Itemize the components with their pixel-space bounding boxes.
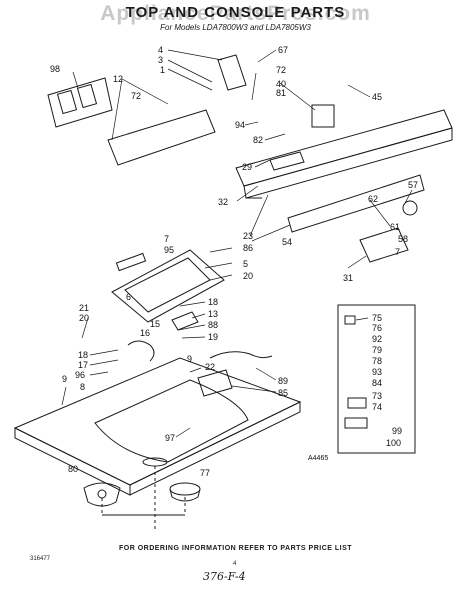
callout-99: 99 xyxy=(392,426,402,436)
callout-78: 78 xyxy=(372,356,382,366)
part-74-icon xyxy=(344,417,368,429)
callout-31: 31 xyxy=(343,273,353,283)
callout-77: 77 xyxy=(200,468,210,478)
part-16-wire xyxy=(127,340,155,362)
callout-16: 16 xyxy=(140,328,150,338)
callout-6: 6 xyxy=(126,292,131,302)
callout-9-left: 9 xyxy=(62,374,67,384)
callout-81: 81 xyxy=(276,88,286,98)
callout-75: 75 xyxy=(372,313,382,323)
callout-84: 84 xyxy=(372,378,382,388)
leader-lines xyxy=(61,49,413,438)
callout-93: 93 xyxy=(372,367,382,377)
part-31-switch xyxy=(359,227,409,263)
part-22-harness xyxy=(209,351,273,359)
callout-62: 62 xyxy=(368,194,378,204)
callout-3: 3 xyxy=(158,55,163,65)
callout-40: 40 xyxy=(276,79,286,89)
callout-7: 7 xyxy=(164,234,169,244)
callout-61: 61 xyxy=(390,222,400,232)
part-40-timer xyxy=(311,104,335,128)
callout-73: 73 xyxy=(372,391,382,401)
callout-88: 88 xyxy=(208,320,218,330)
part-75-icon xyxy=(344,315,356,325)
part-98-plate xyxy=(47,77,113,128)
callout-74: 74 xyxy=(372,402,382,412)
callout-82: 82 xyxy=(253,135,263,145)
callout-17: 17 xyxy=(78,360,88,370)
page-subtitle: For Models LDA7800W3 and LDA7805W3 xyxy=(160,23,311,32)
callout-92: 92 xyxy=(372,334,382,344)
callout-19: 19 xyxy=(208,332,218,342)
callout-22: 22 xyxy=(205,362,215,372)
callout-54: 54 xyxy=(282,237,292,247)
part-57-knob xyxy=(402,200,418,216)
part-top-panel xyxy=(13,357,302,496)
callout-94: 94 xyxy=(235,120,245,130)
callout-20: 20 xyxy=(243,271,253,281)
part-13-switch xyxy=(171,311,199,331)
callout-80: 80 xyxy=(68,464,78,474)
part-12-panel xyxy=(107,109,216,166)
callout-1: 1 xyxy=(160,65,165,75)
part-80-cup xyxy=(83,482,121,507)
callout-79: 79 xyxy=(372,345,382,355)
callout-labels: 98 4 3 1 67 12 72 72 40 81 45 94 82 29 3… xyxy=(50,45,418,478)
callout-67: 67 xyxy=(278,45,288,55)
callout-4: 4 xyxy=(158,45,163,55)
callout-98: 98 xyxy=(50,64,60,74)
callout-12: 12 xyxy=(113,74,123,84)
callout-76: 76 xyxy=(372,323,382,333)
callout-7-switch: 7 xyxy=(395,247,400,257)
part-85-bracket xyxy=(197,369,233,397)
page-title: TOP AND CONSOLE PARTS xyxy=(125,4,346,21)
part-77-cup xyxy=(169,482,201,502)
callout-86: 86 xyxy=(243,243,253,253)
watermark: AppliancePartsPros.com xyxy=(100,2,371,25)
callout-95: 95 xyxy=(164,245,174,255)
callout-20-left: 20 xyxy=(79,313,89,323)
callout-96: 96 xyxy=(75,370,85,380)
callout-21: 21 xyxy=(79,303,89,313)
part-73-icon xyxy=(347,397,367,409)
handwritten-note: 376-F-4 xyxy=(203,570,246,583)
callout-85: 85 xyxy=(278,388,288,398)
part-54-rail xyxy=(287,174,425,233)
alignment-lines xyxy=(101,466,186,530)
part-7-hinge xyxy=(115,252,147,272)
callout-13: 13 xyxy=(208,309,218,319)
document-code: 316477 xyxy=(30,556,51,562)
inset-parts-box xyxy=(337,304,416,454)
callout-45: 45 xyxy=(372,92,382,102)
callout-23: 23 xyxy=(243,231,253,241)
callout-72-left: 72 xyxy=(131,91,141,101)
callout-57: 57 xyxy=(408,180,418,190)
callout-97: 97 xyxy=(165,433,175,443)
callout-15: 15 xyxy=(150,319,160,329)
callout-5: 5 xyxy=(243,259,248,269)
callout-58: 58 xyxy=(398,234,408,244)
callout-18: 18 xyxy=(208,297,218,307)
callout-29: 29 xyxy=(242,162,252,172)
callout-9: 9 xyxy=(187,354,192,364)
callout-89: 89 xyxy=(278,376,288,386)
page-number: 4 xyxy=(233,561,237,567)
part-4-bracket xyxy=(217,54,247,91)
callout-100: 100 xyxy=(386,438,401,448)
diagram-id: A4465 xyxy=(308,455,328,462)
callout-72: 72 xyxy=(276,65,286,75)
callout-8: 8 xyxy=(80,382,85,392)
part-console xyxy=(235,109,453,199)
callout-32: 32 xyxy=(218,197,228,207)
ordering-note: FOR ORDERING INFORMATION REFER TO PARTS … xyxy=(118,545,353,552)
callout-18-left: 18 xyxy=(78,350,88,360)
